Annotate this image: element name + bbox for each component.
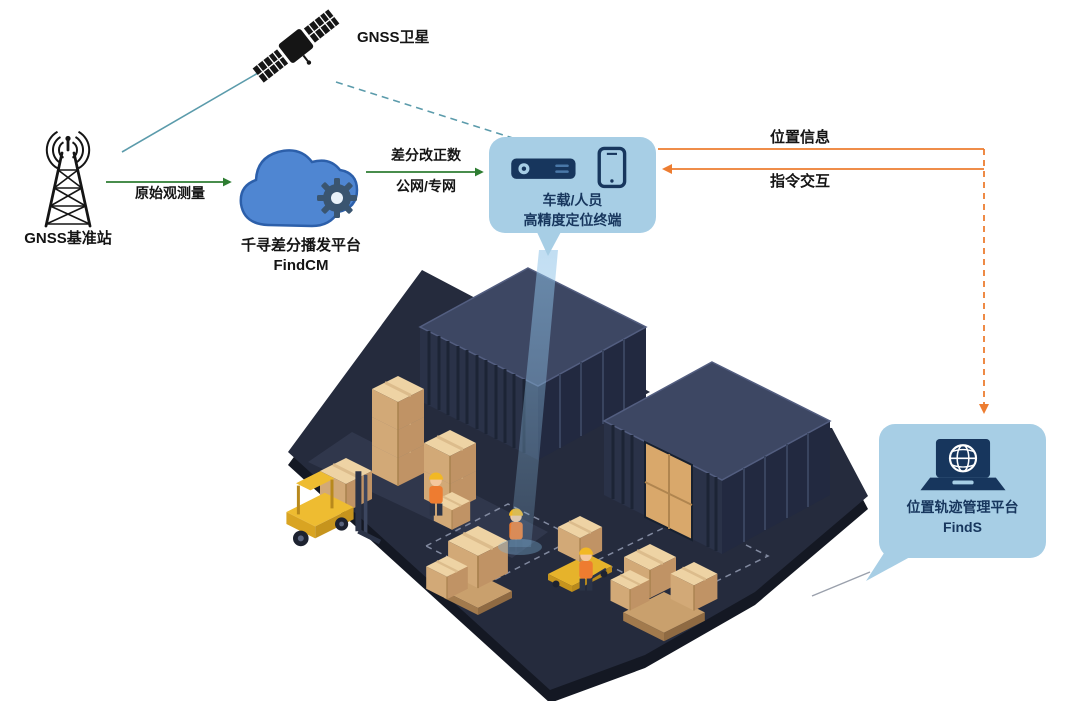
radio-tower-icon (44, 130, 92, 228)
vehicle-receiver-icon (510, 158, 576, 179)
smartphone-icon (597, 146, 626, 189)
finds-panel: 位置轨迹管理平台 FindS (879, 424, 1046, 558)
command-interaction-label: 指令交互 (769, 173, 831, 190)
raw-observation-label: 原始观测量 (135, 185, 205, 201)
warehouse-scene (286, 267, 868, 701)
cloud-platform-name: 千寻差分播发平台 (240, 237, 362, 254)
shipping-container-2 (602, 361, 832, 554)
terminal-panel-tail (536, 230, 562, 256)
forklift (286, 471, 382, 547)
globe-icon (948, 444, 977, 473)
terminal-panel: 车载/人员 高精度定位终端 (489, 137, 656, 233)
gear-icon (317, 178, 357, 218)
satellite-links (121, 72, 520, 153)
container-open-door (644, 440, 693, 542)
correction-label-2: 公网/专网 (396, 178, 456, 194)
cloud-platform-product: FindCM (273, 257, 329, 274)
satellite-label: GNSS卫星 (357, 29, 430, 46)
positioning-beam (509, 250, 558, 547)
position-info-label: 位置信息 (769, 129, 831, 146)
terminal-label-line1: 车载/人员 (542, 192, 603, 208)
signal-waves-icon (45, 130, 91, 170)
terminal-label-line2: 高精度定位终端 (523, 212, 622, 229)
laptop-globe-icon (919, 438, 1006, 491)
flow-arrows (106, 148, 989, 414)
correction-label-1: 差分改正数 (391, 147, 461, 163)
scene-to-finds-connector (811, 571, 871, 597)
finds-label-name: 位置轨迹管理平台 (906, 499, 1019, 515)
terminal-devices-icon (510, 146, 626, 189)
finds-label-product: FindS (943, 519, 982, 536)
satellite-icon (252, 9, 340, 83)
cloud-gear-icon (239, 149, 359, 228)
base-station-label: GNSS基准站 (24, 230, 112, 247)
beam-glow (498, 539, 542, 555)
